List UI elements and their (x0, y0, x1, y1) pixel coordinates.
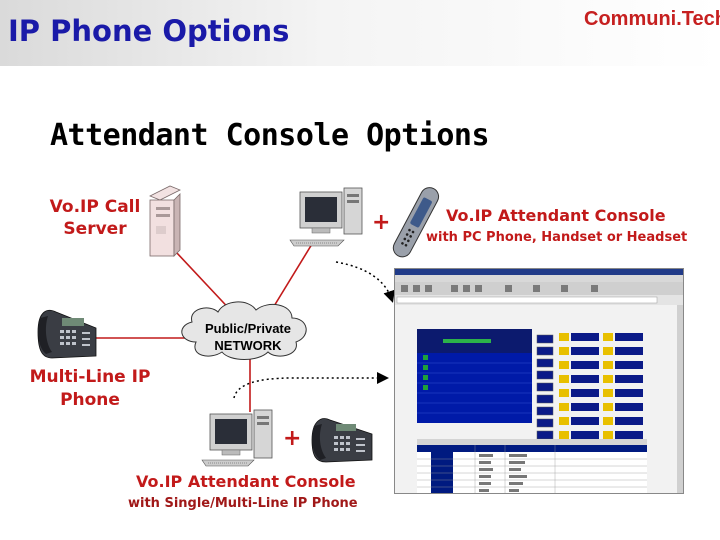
speed-dial-grid (559, 333, 643, 439)
multiline-phone-icon-left (37, 309, 97, 359)
slide-subtitle: Attendant Console Options (50, 118, 490, 153)
page-title: IP Phone Options (8, 14, 290, 48)
call-server-label-line2: Server (63, 219, 127, 239)
plus-sign-bottom: + (283, 426, 302, 451)
desktop-pc-icon-bottom (201, 409, 273, 467)
desktop-pc-icon-top (289, 187, 363, 247)
server-tower-icon (149, 185, 181, 257)
multiline-phone-label-line1: Multi-Line IP (29, 367, 151, 387)
network-cloud-icon (181, 301, 307, 360)
multiline-phone-label: Multi-Line IP Phone (20, 366, 160, 412)
top-arrow (335, 261, 395, 303)
console-screenshot-graphic (395, 269, 683, 493)
multiline-phone-icon-bottom (311, 418, 373, 463)
brand-logo: Communi.Tech (584, 8, 720, 30)
network-label-line2: NETWORK (214, 338, 282, 353)
call-server-label: Vo.IP Call Server (44, 196, 146, 240)
header-band (0, 0, 720, 66)
network-label-line1: Public/Private (205, 321, 291, 336)
handset-icon (392, 187, 440, 258)
phone-attendant-title: Vo.IP Attendant Console (136, 472, 356, 491)
multiline-phone-label-line2: Phone (60, 390, 120, 410)
directory-table (417, 445, 647, 493)
pc-attendant-subtitle: with PC Phone, Handset or Headset (426, 230, 688, 245)
call-server-label-line1: Vo.IP Call (49, 197, 141, 217)
attendant-console-screenshot (394, 268, 684, 494)
bottom-arrow (233, 372, 389, 399)
plus-sign-top: + (372, 210, 391, 235)
phone-attendant-subtitle: with Single/Multi-Line IP Phone (128, 496, 358, 511)
network-label: Public/Private NETWORK (200, 320, 296, 354)
pc-to-network-line (267, 243, 313, 317)
pc-attendant-title: Vo.IP Attendant Console (446, 206, 666, 225)
